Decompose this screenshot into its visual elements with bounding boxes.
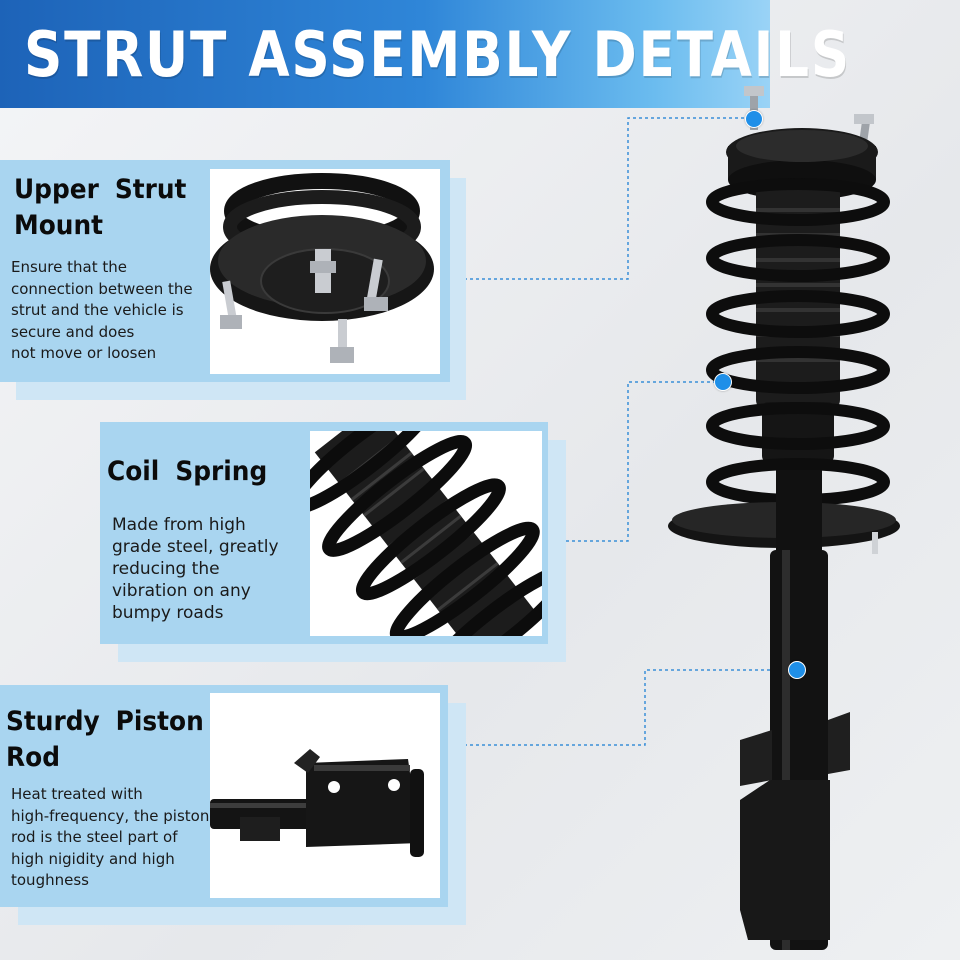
description-line: toughness <box>11 871 89 889</box>
heading-piston-rod: Sturdy Piston Rod <box>6 704 204 776</box>
description-upper-mount: Ensure that the connection between the s… <box>11 257 193 365</box>
leader-line-upper-mount <box>452 117 752 280</box>
marker-dot-piston-rod <box>788 661 806 679</box>
heading-line: Upper Strut <box>14 174 187 205</box>
marker-dot-upper-mount <box>745 110 763 128</box>
heading-line: Sturdy Piston <box>6 706 204 737</box>
description-line: connection between the <box>11 279 193 298</box>
description-coil-spring: Made from high grade steel, greatly redu… <box>112 514 279 624</box>
description-line: rod is the steel part of <box>11 828 178 846</box>
panel-piston-rod: Sturdy Piston Rod Heat treated with high… <box>0 685 448 907</box>
description-line: Made from high <box>112 515 246 535</box>
upper-strut-mount-photo <box>210 169 440 374</box>
description-line: secure and does <box>11 322 135 341</box>
description-line: not move or loosen <box>11 344 157 362</box>
panel-upper-mount: Upper Strut Mount Ensure that the connec… <box>0 160 450 382</box>
description-line: Heat treated with <box>11 785 143 803</box>
panel-coil-spring: Coil Spring Made from high grade steel, … <box>100 422 548 644</box>
description-piston-rod: Heat treated with high-frequency, the pi… <box>11 784 209 892</box>
heading-line: Coil Spring <box>107 456 268 487</box>
coil-spring-photo <box>310 431 542 636</box>
heading-line: Mount <box>14 210 104 241</box>
description-line: grade steel, greatly <box>112 537 279 557</box>
description-line: reducing the <box>112 559 220 579</box>
marker-dot-coil-spring <box>714 373 732 391</box>
description-line: Ensure that the <box>11 258 127 276</box>
description-line: strut and the vehicle is <box>11 301 184 319</box>
description-line: vibration on any <box>112 581 251 601</box>
title-banner: STRUT ASSEMBLY DETAILS <box>0 0 849 108</box>
description-line: bumpy roads <box>112 603 224 623</box>
description-line: high nigidity and high <box>11 849 175 868</box>
heading-line: Rod <box>6 742 60 773</box>
strut-assembly-photo <box>650 80 950 955</box>
leader-line-piston-rod <box>440 669 797 746</box>
heading-coil-spring: Coil Spring <box>107 454 267 490</box>
piston-rod-photo <box>210 693 440 898</box>
heading-upper-mount: Upper Strut Mount <box>14 172 186 244</box>
description-line: high-frequency, the piston <box>11 806 210 825</box>
